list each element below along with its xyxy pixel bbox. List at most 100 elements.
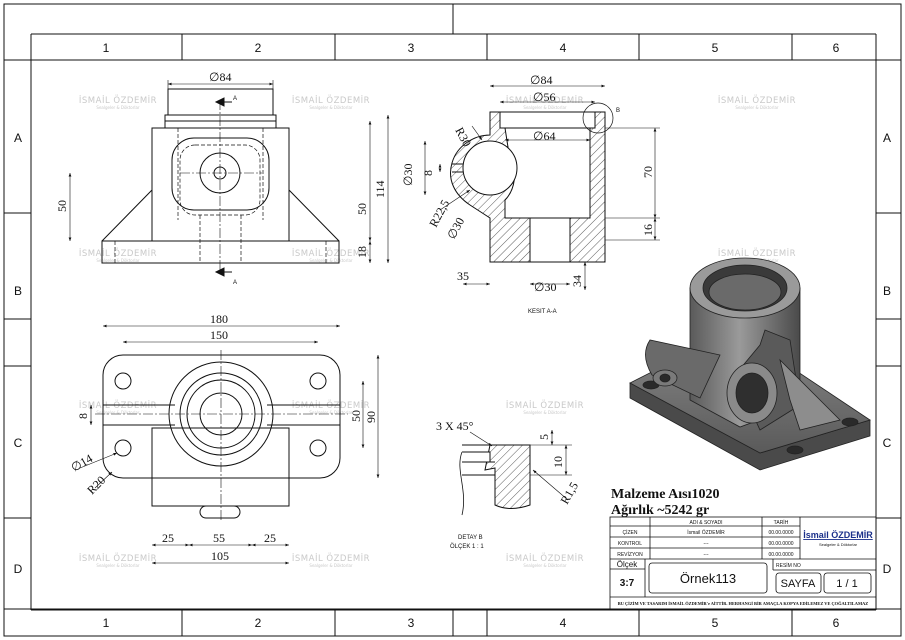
top-dim-phi14: ∅14 <box>69 451 95 474</box>
zone-col-3-bottom: 3 <box>408 616 415 630</box>
zone-col-1-bottom: 1 <box>103 616 110 630</box>
detail-view <box>459 430 572 516</box>
top-dim-55: 55 <box>213 531 225 545</box>
detail-dim-10: 10 <box>551 456 565 468</box>
tb-drawing-name: Örnek113 <box>680 571 736 586</box>
section-view <box>423 84 660 290</box>
top-dim-r20: R20 <box>84 473 108 497</box>
detail-dim-r15: R1,5 <box>557 480 581 507</box>
watermark-13: İSMAİL ÖZDEMİR <box>506 553 584 564</box>
tb-brand-tagline: Sealgeler & Döktorlar <box>819 542 858 547</box>
watermark-2: İSMAİL ÖZDEMİR <box>292 95 370 106</box>
section-dim-8: 8 <box>421 170 435 176</box>
zone-col-5-bottom: 5 <box>712 616 719 630</box>
tb-role-3: REVİZYON <box>617 551 643 558</box>
section-dim-phi56: ∅56 <box>533 90 555 104</box>
watermark-1: İSMAİL ÖZDEMİR <box>79 95 157 106</box>
detail-caption-2: ÖLÇEK 1 : 1 <box>450 543 484 550</box>
watermark-4: İSMAİL ÖZDEMİR <box>718 95 796 106</box>
front-section-mark-top: A <box>233 96 237 102</box>
tb-name-1: İsmail ÖZDEMİR <box>687 529 725 536</box>
front-view-dims: ∅84 A A 50 50 114 18 <box>55 70 387 286</box>
front-view <box>68 80 390 277</box>
top-dim-25-right: 25 <box>264 531 276 545</box>
zone-row-a-left: A <box>14 131 22 145</box>
zone-col-3-top: 3 <box>408 41 415 55</box>
title-block <box>609 516 877 610</box>
tb-sheet-label: SAYFA <box>781 578 816 590</box>
watermark-8-tagline: Sealgeler & Döktorlar <box>96 410 140 415</box>
watermark-5: İSMAİL ÖZDEMİR <box>79 248 157 259</box>
watermark-10: İSMAİL ÖZDEMİR <box>506 400 584 411</box>
top-dim-180: 180 <box>210 312 228 326</box>
zone-labels: 1 2 3 4 5 6 1 2 3 4 5 6 A B C D A B C D <box>14 41 892 630</box>
tb-role-1: ÇİZEN <box>623 529 638 536</box>
top-dim-105: 105 <box>211 549 229 563</box>
zone-row-a-right: A <box>883 131 891 145</box>
watermark-10-tagline: Sealgeler & Döktorlar <box>523 410 567 415</box>
isometric-render <box>629 257 871 471</box>
zone-borders <box>4 33 901 636</box>
tb-date-3: 00.00.0000 <box>768 552 793 558</box>
watermark-1-tagline: Sealgeler & Döktorlar <box>96 105 140 110</box>
section-dim-phi30-left: ∅30 <box>401 164 415 186</box>
zone-row-d-right: D <box>883 562 892 576</box>
zone-row-b-right: B <box>883 284 891 298</box>
top-dim-90: 90 <box>364 411 378 423</box>
watermark-6: İSMAİL ÖZDEMİR <box>292 248 370 259</box>
watermark-13-tagline: Sealgeler & Döktorlar <box>523 563 567 568</box>
section-caption: KESIT A-A <box>528 309 557 315</box>
detail-chamfer: 3 X 45° <box>436 419 474 433</box>
zone-col-2-top: 2 <box>255 41 262 55</box>
watermark-12: İSMAİL ÖZDEMİR <box>292 553 370 564</box>
detail-dim-5: 5 <box>537 434 551 440</box>
top-dim-25-left: 25 <box>162 531 174 545</box>
watermark-6-tagline: Sealgeler & Döktorlar <box>309 258 353 263</box>
detail-caption-1: DETAY B <box>458 535 483 541</box>
zone-col-6-top: 6 <box>833 41 840 55</box>
watermark-5-tagline: Sealgeler & Döktorlar <box>96 258 140 263</box>
tb-resim-no-label: RESİM NO <box>776 562 801 569</box>
section-dim-16: 16 <box>641 224 655 236</box>
front-dim-50-left: 50 <box>55 200 69 212</box>
tb-scale-value: 3:7 <box>620 578 635 589</box>
top-view-dims: 180 150 8 50 90 ∅14 R20 25 55 25 105 <box>69 312 379 563</box>
top-dim-50: 50 <box>349 410 363 422</box>
material-line-2: Ağırlık ~5242 gr <box>611 503 709 518</box>
tb-brand: İsmail ÖZDEMİR <box>803 530 873 540</box>
tb-disclaimer: BU ÇİZİM VE TASARIM İSMAİL ÖZDEMİR'e AİT… <box>618 601 868 606</box>
watermark-9-tagline: Sealgeler & Döktorlar <box>309 410 353 415</box>
front-dim-114: 114 <box>373 180 387 198</box>
front-dim-phi84: ∅84 <box>209 70 231 84</box>
front-section-mark-bottom: A <box>233 280 237 286</box>
top-view <box>79 324 380 565</box>
section-dim-phi84: ∅84 <box>530 73 552 87</box>
tb-date-2: 00.00.0000 <box>768 541 793 547</box>
tb-name-2: --- <box>704 541 709 547</box>
material-block: Malzeme Aısı1020 Ağırlık ~5242 gr <box>611 487 719 518</box>
section-detail-mark: B <box>616 108 620 114</box>
tb-role-2: KONTROL <box>618 541 642 547</box>
watermark-11-tagline: Sealgeler & Döktorlar <box>96 563 140 568</box>
front-dim-18: 18 <box>355 246 369 258</box>
tb-date-1: 00.00.0000 <box>768 530 793 536</box>
watermark-12-tagline: Sealgeler & Döktorlar <box>309 563 353 568</box>
zone-row-c-left: C <box>14 436 23 450</box>
zone-col-4-top: 4 <box>560 41 567 55</box>
tb-sheet-value: 1 / 1 <box>836 578 857 590</box>
top-dim-150: 150 <box>210 328 228 342</box>
zone-row-b-left: B <box>14 284 22 298</box>
tb-col-date: TARİH <box>774 519 789 526</box>
title-block-text: ADI & SOYADI TARİH ÇİZEN İsmail ÖZDEMİR … <box>617 519 873 606</box>
section-dim-phi30-bottom: ∅30 <box>534 280 556 294</box>
zone-row-c-right: C <box>883 436 892 450</box>
section-dim-35: 35 <box>457 269 469 283</box>
tb-scale-label: Ölçek <box>617 560 638 569</box>
top-dim-8: 8 <box>76 413 90 419</box>
section-dim-phi30-diag: ∅30 <box>444 215 467 241</box>
watermark-7: İSMAİL ÖZDEMİR <box>718 248 796 259</box>
watermark-11: İSMAİL ÖZDEMİR <box>79 553 157 564</box>
zone-col-2-bottom: 2 <box>255 616 262 630</box>
zone-col-5-top: 5 <box>712 41 719 55</box>
